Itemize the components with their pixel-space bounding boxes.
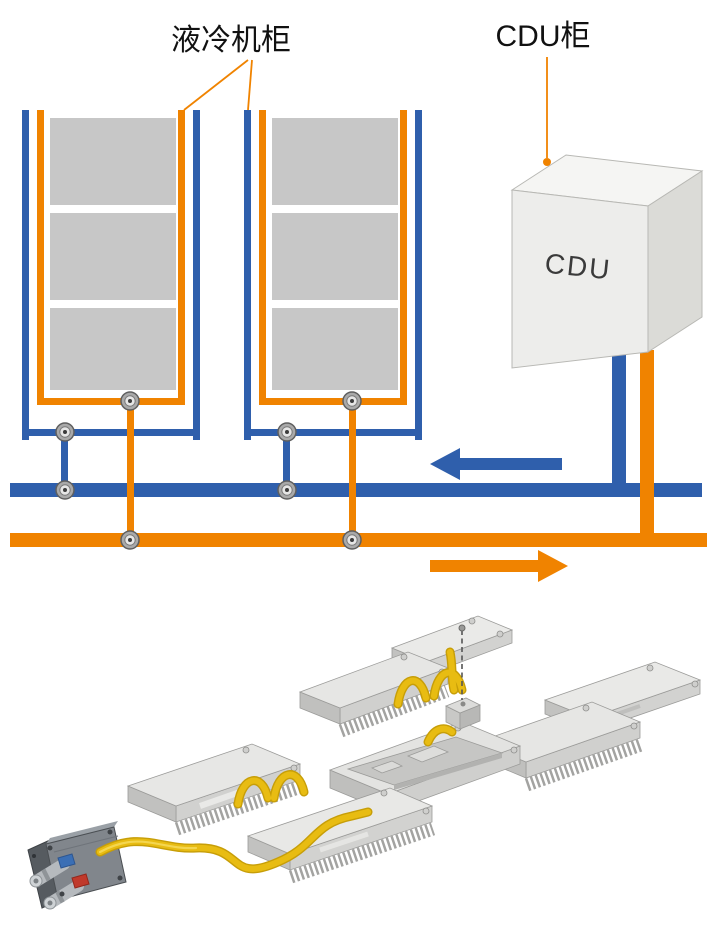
server-stacks xyxy=(50,118,398,390)
label-liquid-cooling-cabinet: 液冷机柜 xyxy=(171,24,291,57)
leader-dot xyxy=(543,158,551,166)
blue-port-band xyxy=(57,853,76,869)
quick-disconnect-coupler xyxy=(27,821,127,910)
valve-icon xyxy=(342,530,362,550)
server-block xyxy=(50,213,176,300)
valve-icon xyxy=(120,391,140,411)
cdu-box-label: CDU xyxy=(543,248,613,286)
server-block xyxy=(272,308,398,390)
schematic-diagram: CDU 液冷机柜 CDU柜 xyxy=(10,20,707,582)
valve-icon xyxy=(277,422,297,442)
server-block xyxy=(272,213,398,300)
valve-icon xyxy=(342,391,362,411)
return-flow-arrow xyxy=(430,448,562,480)
blue-return-piping xyxy=(10,110,702,497)
red-port-band xyxy=(71,873,90,889)
tube-highlight xyxy=(98,840,198,854)
screw-icon xyxy=(458,624,466,632)
valves xyxy=(55,391,362,550)
coupler-port xyxy=(46,880,84,908)
server-block xyxy=(50,118,176,205)
valve-icon xyxy=(55,422,75,442)
coupler-port xyxy=(32,858,70,886)
valve-icon xyxy=(120,530,140,550)
label-cdu-cabinet: CDU柜 xyxy=(496,20,591,53)
server-block xyxy=(50,308,176,390)
valve-icon xyxy=(277,480,297,500)
valve-block xyxy=(445,697,481,730)
cold-plate-assembly-illustration xyxy=(27,615,702,910)
leader-line xyxy=(247,59,253,111)
leader-line xyxy=(183,59,249,111)
cdu-box: CDU xyxy=(510,154,704,369)
leader-lines xyxy=(183,57,548,158)
server-block xyxy=(272,118,398,205)
supply-flow-arrow xyxy=(430,550,568,582)
valve-icon xyxy=(55,480,75,500)
chassis-tray xyxy=(328,721,522,813)
